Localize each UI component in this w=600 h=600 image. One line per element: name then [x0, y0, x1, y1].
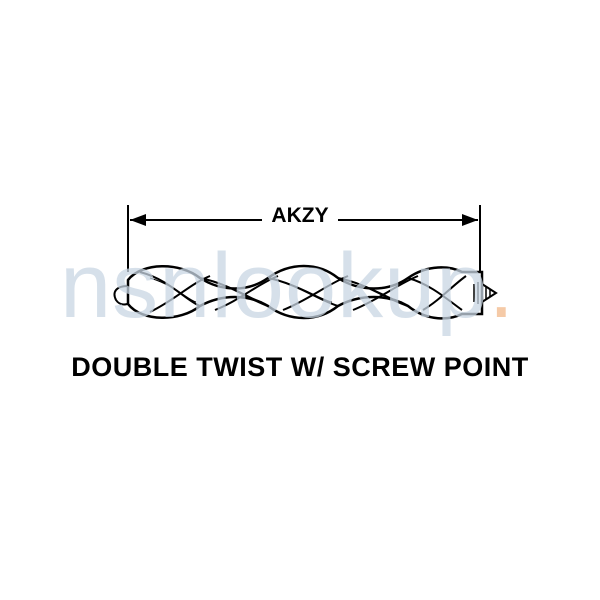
flute-a-2 [199, 277, 269, 307]
flute-b-1 [149, 275, 211, 313]
dimension-label: AKZY [265, 204, 335, 227]
flute-shade-2 [215, 281, 263, 303]
flute-shade-4 [353, 281, 403, 303]
dimension-label-wrap: AKZY [0, 204, 600, 228]
dimension-arrow-right [462, 214, 478, 226]
flute-b-3 [282, 275, 349, 311]
flute-a-4 [337, 277, 409, 307]
diagram-caption: DOUBLE TWIST W/ SCREW POINT [71, 352, 529, 382]
dimension-arrow-left [130, 214, 146, 226]
flute-shade-3 [283, 281, 333, 303]
flute-a-5 [407, 277, 463, 311]
flute-b-5 [422, 275, 467, 311]
flute-shade-1 [149, 277, 197, 303]
flute-a-3 [267, 277, 339, 307]
flute-b-4 [352, 275, 419, 311]
screw-point [481, 283, 498, 303]
flute-b-2 [214, 275, 279, 311]
